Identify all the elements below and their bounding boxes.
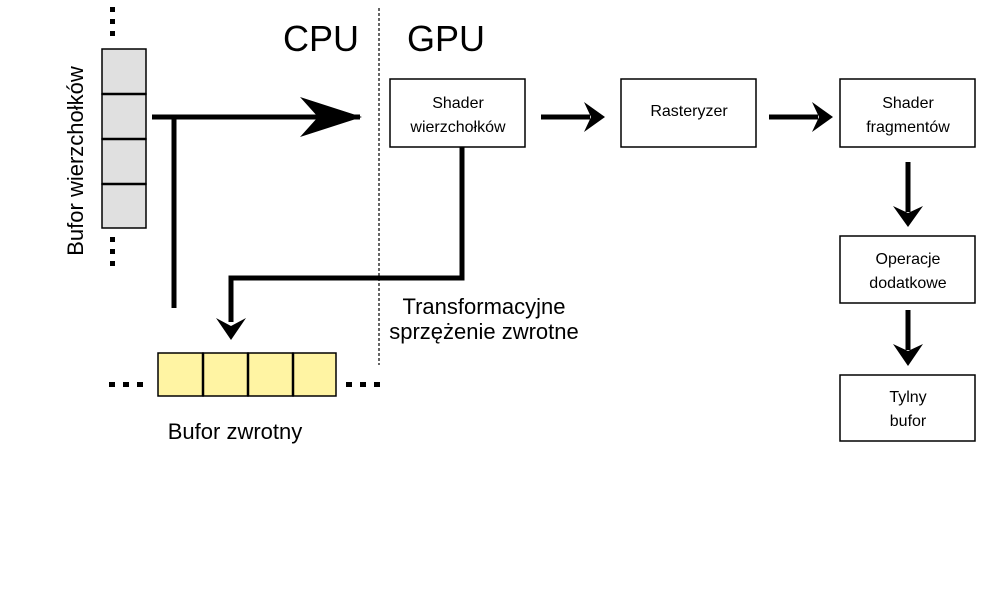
back-buffer-label-line2: bufor <box>890 413 927 430</box>
vertex-buffer <box>101 7 147 266</box>
arrowhead <box>584 102 605 132</box>
vertex-buffer-cell <box>101 183 147 229</box>
vertex-buffer-label: Bufor wierzchołków <box>63 66 88 256</box>
back-buffer-node: Tylny bufor <box>839 374 976 442</box>
vertex-shader-label-line2: wierzchołków <box>409 119 506 136</box>
arrowhead <box>893 206 923 227</box>
arrowhead <box>812 102 833 132</box>
transform-feedback-line <box>228 147 465 322</box>
fragment-shader-node: Shader fragmentów <box>839 78 976 148</box>
rasterizer-node: Rasteryzer <box>620 78 757 148</box>
vertex-shader-label-line1: Shader <box>432 95 484 112</box>
arrowhead <box>893 344 923 366</box>
vertex-buffer-cell <box>101 48 147 95</box>
ellipsis-left <box>109 382 143 387</box>
fragment-shader-label-line2: fragmentów <box>866 119 950 136</box>
transform-feedback-label-line1: Transformacyjne <box>402 294 565 319</box>
feedback-buffer-label: Bufor zwrotny <box>168 419 303 444</box>
ellipsis-top <box>110 7 115 36</box>
ellipsis-right <box>346 382 380 387</box>
fragment-shader-label-line1: Shader <box>882 95 934 112</box>
vertex-buffer-cell <box>101 138 147 185</box>
extra-ops-node: Operacje dodatkowe <box>839 235 976 304</box>
vertex-shader-node: Shader wierzchołków <box>389 78 526 148</box>
extra-ops-label-line1: Operacje <box>876 251 941 268</box>
cpu-label: CPU <box>283 18 359 59</box>
feedback-buffer <box>109 352 380 397</box>
feedback-buffer-cell <box>157 352 204 397</box>
vertex-buffer-cell <box>101 93 147 140</box>
ellipsis-bottom <box>110 237 115 266</box>
gpu-label: GPU <box>407 18 485 59</box>
feedback-buffer-cell <box>202 352 249 397</box>
extra-ops-label-line2: dodatkowe <box>869 275 946 292</box>
rasterizer-label: Rasteryzer <box>650 103 728 120</box>
back-buffer-label-line1: Tylny <box>889 389 926 406</box>
transform-feedback-arrowhead <box>216 318 246 340</box>
transform-feedback-label-line2: sprzężenie zwrotne <box>389 319 579 344</box>
big-arrowhead <box>300 97 362 137</box>
feedback-buffer-cell <box>247 352 294 397</box>
feedback-buffer-cell <box>292 352 337 397</box>
